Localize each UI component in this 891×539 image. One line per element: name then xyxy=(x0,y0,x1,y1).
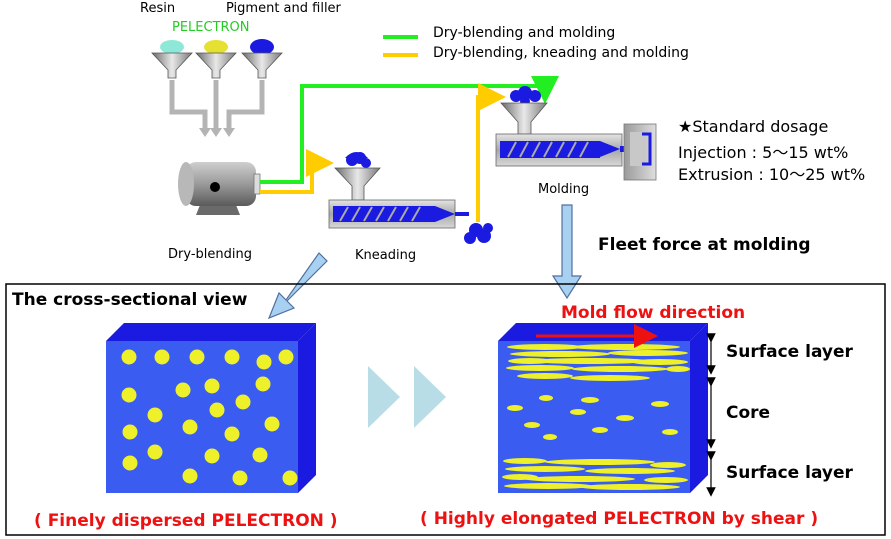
kneading-to-view-arrow xyxy=(267,252,328,320)
yellow-route-line-1 xyxy=(260,149,334,194)
molding-machine xyxy=(495,86,657,181)
feed-arrowheads xyxy=(199,128,235,137)
particle-dot xyxy=(175,382,191,398)
particle-dot xyxy=(122,455,138,471)
kneading-label: Kneading xyxy=(355,248,417,263)
particle-streak xyxy=(580,484,680,490)
transition-chevrons xyxy=(368,366,446,428)
particle-streak xyxy=(662,429,678,435)
kneading-extruder xyxy=(328,152,493,244)
pelectron-label: PELECTRON xyxy=(172,20,250,35)
particle-streak xyxy=(508,358,552,364)
particle-streak xyxy=(503,458,547,464)
particle-dot xyxy=(182,419,198,435)
particle-dot xyxy=(121,387,137,403)
yellow-route-line-2 xyxy=(476,83,506,222)
particle-streak xyxy=(570,409,586,415)
particle-streak xyxy=(616,415,634,421)
particle-dot xyxy=(264,416,280,432)
legend-yellow-label: Dry-blending, kneading and molding xyxy=(433,45,689,61)
particle-streak xyxy=(517,373,573,379)
pelectron-hopper xyxy=(195,40,237,79)
particle-streak xyxy=(539,395,553,401)
particle-dot xyxy=(232,470,248,486)
caption-highly-elongated: ( Highly elongated PELECTRON by shear ) xyxy=(420,509,819,529)
particle-streak xyxy=(651,401,669,407)
cross-section-panel xyxy=(5,283,886,536)
particle-streak xyxy=(530,358,650,364)
surface-layer-top-label: Surface layer xyxy=(726,342,853,362)
particle-dot xyxy=(182,468,198,484)
fleet-force-label: Fleet force at molding xyxy=(598,235,811,255)
dry-blending-label: Dry-blending xyxy=(168,247,252,262)
dosage-title: ★Standard dosage xyxy=(678,117,829,136)
green-route-line xyxy=(260,76,559,184)
particle-streak xyxy=(507,344,583,350)
resin-label: Resin xyxy=(140,1,176,16)
particle-streak xyxy=(650,462,686,468)
particle-streak xyxy=(545,459,655,465)
particle-streak xyxy=(572,366,668,372)
caption-finely-dispersed: ( Finely dispersed PELECTRON ) xyxy=(34,511,338,531)
particle-streak xyxy=(585,468,675,474)
particle-dot xyxy=(282,470,298,486)
particle-streak xyxy=(504,483,592,489)
particle-dot xyxy=(121,349,137,365)
particle-dot xyxy=(256,354,272,370)
dosage-extrusion: Extrusion : 10～25 wt% xyxy=(678,165,866,184)
particle-streak xyxy=(666,366,690,372)
particle-streak xyxy=(507,405,523,411)
particle-dot xyxy=(147,444,163,460)
legend-green-label: Dry-blending and molding xyxy=(433,25,616,41)
particle-dot xyxy=(278,349,294,365)
particle-dot xyxy=(224,426,240,442)
particle-streak xyxy=(505,466,585,472)
particle-dot xyxy=(122,424,138,440)
particle-dot xyxy=(204,378,220,394)
particle-streak xyxy=(543,434,557,440)
molding-label: Molding xyxy=(538,182,590,197)
particle-streak xyxy=(570,375,650,381)
dry-blender xyxy=(178,162,261,215)
particle-streak xyxy=(510,351,610,357)
cross-section-title: The cross-sectional view xyxy=(12,290,248,310)
dosage-injection: Injection : 5～15 wt% xyxy=(678,143,849,162)
particle-streak xyxy=(644,477,688,483)
particle-streak xyxy=(570,344,680,350)
particle-streak xyxy=(592,427,608,433)
elongated-particles xyxy=(502,344,690,490)
surface-layer-bottom-label: Surface layer xyxy=(726,463,853,483)
dispersed-particles xyxy=(121,349,298,486)
pigment-hopper xyxy=(241,39,283,79)
particle-streak xyxy=(506,365,574,371)
particle-dot xyxy=(209,402,225,418)
particle-streak xyxy=(632,359,688,365)
particle-dot xyxy=(235,394,251,410)
core-label: Core xyxy=(726,403,771,423)
pigment-label: Pigment and filler xyxy=(226,1,341,16)
particle-dot xyxy=(154,349,170,365)
particle-dot xyxy=(255,376,271,392)
mold-flow-label: Mold flow direction xyxy=(561,303,746,323)
particle-dot xyxy=(147,407,163,423)
particle-dot xyxy=(189,349,205,365)
particle-streak xyxy=(581,397,599,403)
resin-hopper xyxy=(151,40,193,79)
particle-dot xyxy=(252,447,268,463)
particle-streak xyxy=(608,350,688,356)
particle-streak xyxy=(524,422,540,428)
particle-dot xyxy=(204,448,220,464)
particle-dot xyxy=(224,349,240,365)
particle-streak xyxy=(525,476,635,482)
molding-to-view-arrow xyxy=(551,204,583,300)
feed-lines xyxy=(169,80,265,130)
